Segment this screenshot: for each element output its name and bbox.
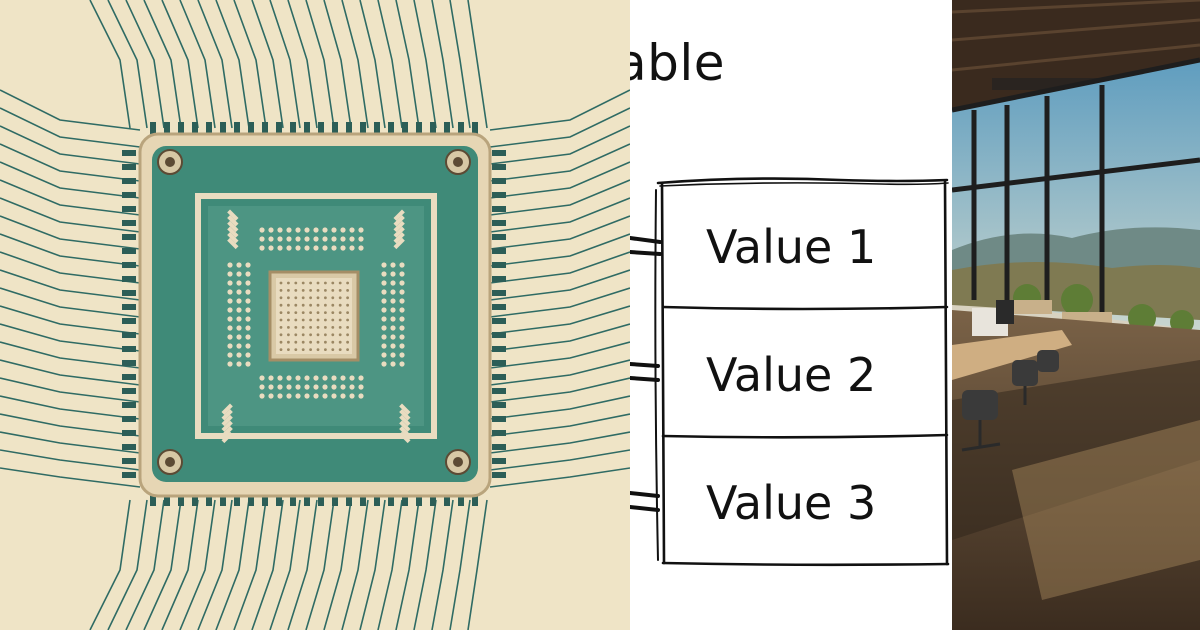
table-outline [630, 177, 950, 567]
cpu-chip-illustration [0, 0, 630, 630]
table-cell-value-3: Value 3 [706, 476, 877, 530]
cpu-chip-icon [0, 0, 630, 630]
table-heading: able [630, 34, 726, 92]
office-interior-photo [952, 0, 1200, 630]
table-cell-value-2: Value 2 [706, 348, 877, 402]
table-cell-value-1: Value 1 [706, 220, 877, 274]
office-photo-icon [952, 0, 1200, 630]
table-diagram: able Value 1 Value 2 Value 3 [630, 0, 952, 630]
